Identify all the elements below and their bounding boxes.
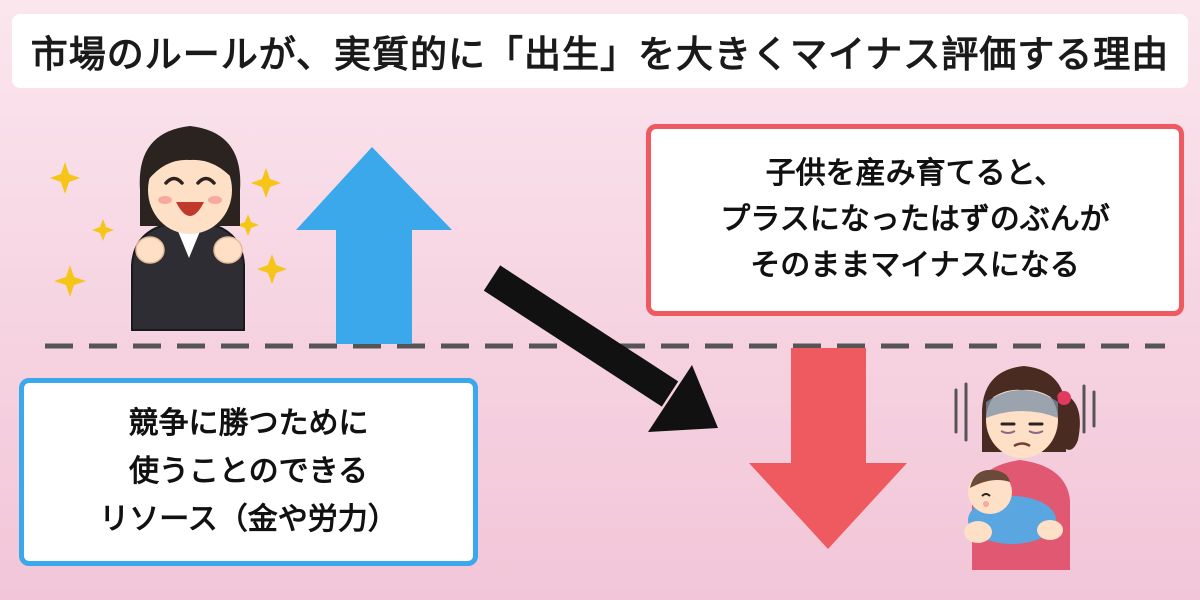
result-line-3: そのままマイナスになる <box>750 248 1080 283</box>
resource-line-1: 競争に勝つために <box>128 406 369 441</box>
page-title: 市場のルールが、実質的に「出生」を大きくマイナス評価する理由 <box>30 33 1170 76</box>
title-bar: 市場のルールが、実質的に「出生」を大きくマイナス評価する理由 <box>12 14 1188 88</box>
diagonal-arrow <box>483 265 718 432</box>
tired-mother-with-baby-icon <box>954 366 1096 570</box>
sparkle-icon <box>50 162 287 297</box>
result-text-box: 子供を産み育てると、 プラスになったはずのぶんが そのままマイナスになる <box>646 124 1184 316</box>
resource-line-3: リソース（金や労力） <box>99 502 398 537</box>
resource-line-2: 使うことのできる <box>128 454 369 489</box>
down-arrow <box>749 348 907 549</box>
resource-text-box: 競争に勝つために 使うことのできる リソース（金や労力） <box>19 378 478 566</box>
up-arrow <box>296 147 452 344</box>
happy-businesswoman-icon <box>131 126 245 331</box>
result-line-1: 子供を産み育てると、 <box>765 156 1065 191</box>
result-line-2: プラスになったはずのぶんが <box>720 202 1110 237</box>
